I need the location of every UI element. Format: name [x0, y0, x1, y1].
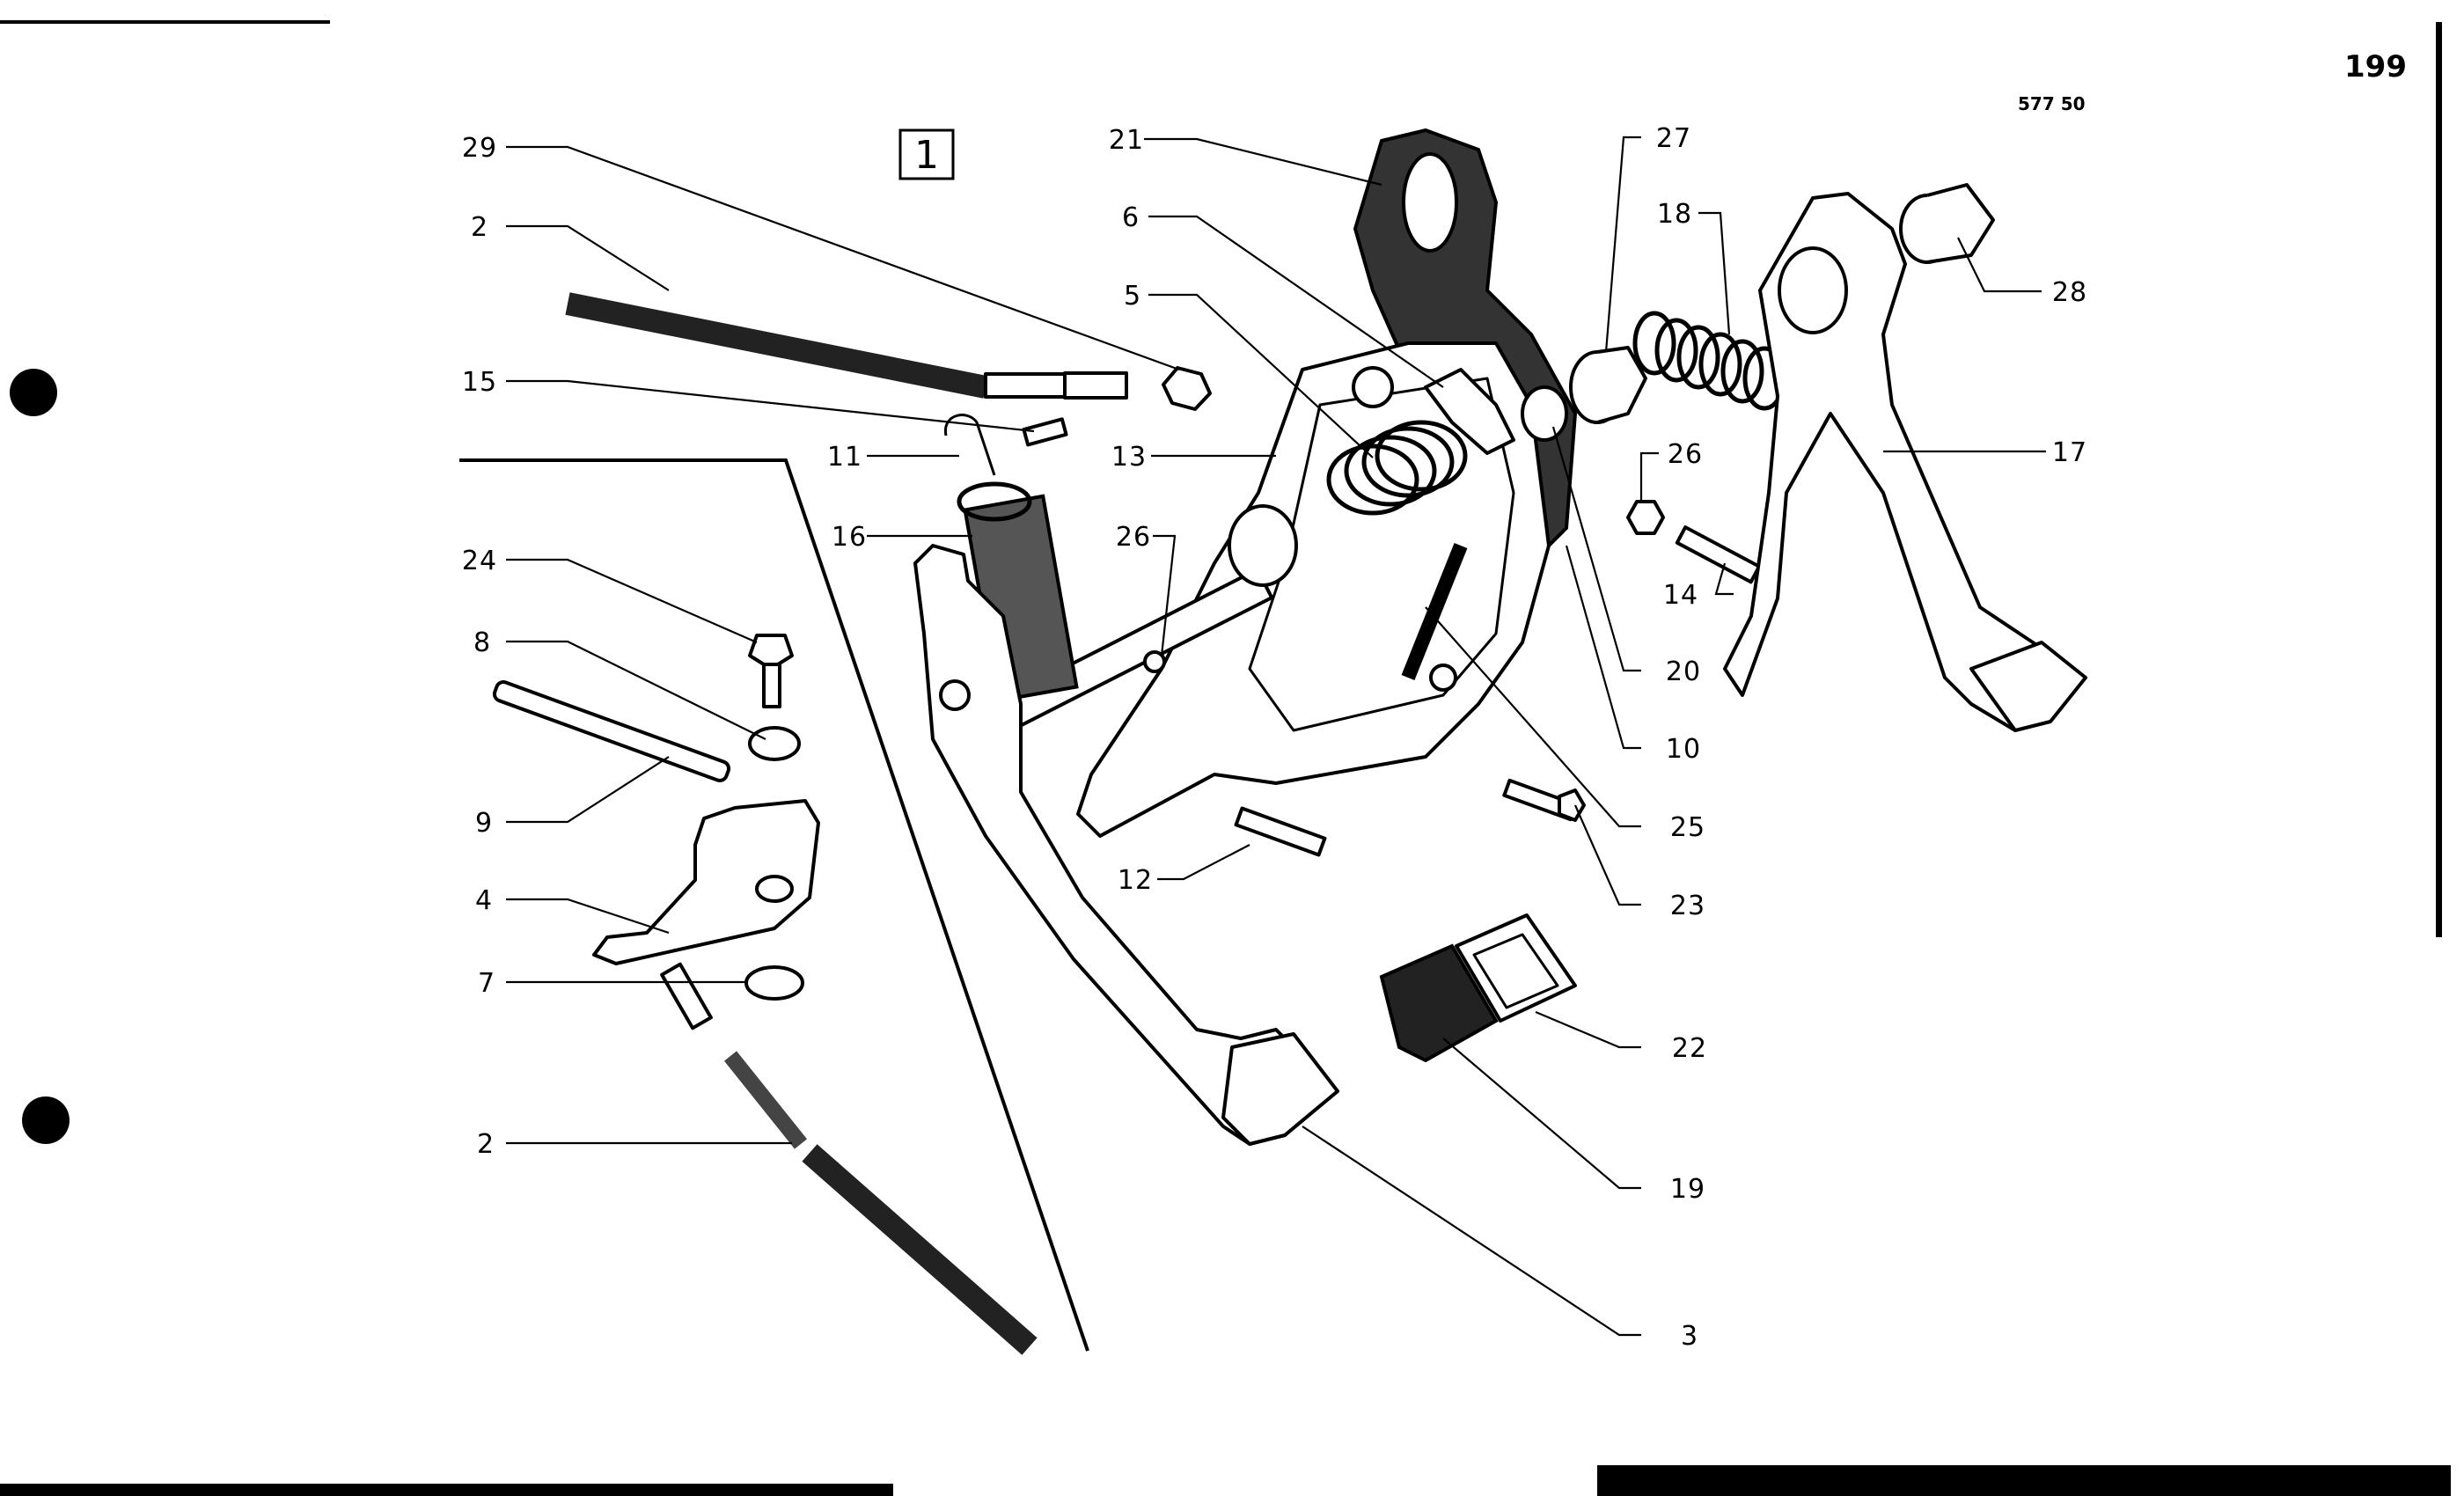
- frame-label-box: [898, 128, 955, 180]
- section-divider-line: [459, 458, 1089, 1352]
- callout-2-lower: 2: [477, 1129, 495, 1160]
- callout-13: 13: [1111, 442, 1147, 473]
- pedal-17-pad: [1969, 641, 2087, 732]
- callout-10: 10: [1666, 734, 1701, 765]
- bolt-25-part: [1401, 543, 1468, 680]
- nut-26-center: [1143, 650, 1166, 673]
- callout-21: 21: [1109, 125, 1144, 156]
- nut-26-right: [1626, 500, 1665, 535]
- plate-hole-small: [1429, 664, 1457, 692]
- bolt-24-part: [748, 634, 794, 708]
- bushing-27-part: [1569, 346, 1647, 424]
- frame-label: 1: [914, 133, 939, 178]
- callout-29: 29: [462, 133, 497, 164]
- washer-8-part: [748, 726, 801, 761]
- bottom-bar-left: [0, 1484, 893, 1496]
- callout-3: 3: [1681, 1321, 1698, 1352]
- callout-11: 11: [827, 442, 862, 473]
- cable-lower-part: [660, 962, 1038, 1355]
- callout-17: 17: [2052, 437, 2087, 468]
- bushing-20-part: [1521, 385, 1568, 442]
- callout-14: 14: [1663, 580, 1698, 611]
- callout-16: 16: [832, 522, 867, 553]
- callout-26-center: 26: [1116, 522, 1151, 553]
- bracket-4-hole: [755, 875, 794, 903]
- callout-2-upper: 2: [471, 212, 488, 243]
- pedal-pad-22-part: [1455, 913, 1577, 1023]
- bracket-21-slot: [1402, 152, 1458, 253]
- washer-7-part: [744, 965, 804, 1001]
- callout-23: 23: [1670, 891, 1705, 921]
- return-spring-5-part: [1326, 420, 1468, 516]
- callout-8: 8: [473, 627, 491, 658]
- callout-5: 5: [1124, 281, 1141, 312]
- callout-12: 12: [1118, 865, 1153, 896]
- pedal-17-hub: [1778, 246, 1848, 334]
- callout-7: 7: [478, 968, 495, 999]
- binder-hole-bottom: [22, 1096, 70, 1144]
- callout-15: 15: [462, 367, 497, 398]
- callout-28: 28: [2052, 277, 2087, 308]
- callout-19: 19: [1670, 1174, 1705, 1205]
- callout-24: 24: [462, 546, 497, 576]
- spring-18-part: [1632, 311, 1786, 411]
- callout-18: 18: [1657, 199, 1692, 230]
- bushing-28-part: [1899, 183, 1995, 264]
- pin-15-part: [1022, 417, 1068, 447]
- callout-9: 9: [475, 808, 493, 839]
- bolt-23-part: [1502, 778, 1586, 822]
- page-number: 199: [2344, 49, 2407, 84]
- stud-14-part: [1675, 525, 1762, 584]
- drawing-reference: 577 50: [2018, 93, 2086, 114]
- pedal-3-bore: [939, 679, 971, 711]
- callout-leaders: [506, 136, 2046, 1337]
- right-edge-bar: [2436, 22, 2442, 937]
- callout-25: 25: [1670, 812, 1705, 843]
- cable-upper-part: [565, 292, 1212, 411]
- callout-26-right: 26: [1668, 439, 1703, 470]
- pin-9-part: [492, 680, 731, 782]
- bottom-bar-right: [1597, 1465, 2451, 1496]
- callout-6: 6: [1122, 202, 1140, 233]
- lever-6-part: [1424, 368, 1515, 455]
- pedal-rubber-19-part: [1379, 943, 1499, 1063]
- binder-hole-top: [10, 369, 57, 416]
- callout-27: 27: [1656, 123, 1691, 154]
- callout-20: 20: [1666, 656, 1701, 687]
- hook-11-part: [944, 414, 996, 476]
- pin-12-part: [1234, 806, 1327, 857]
- pedal-pad-3: [1221, 1032, 1339, 1146]
- callout-22: 22: [1672, 1033, 1707, 1064]
- bracket-4-part: [592, 799, 820, 965]
- callout-4: 4: [475, 885, 493, 916]
- plate-hole: [1352, 366, 1394, 408]
